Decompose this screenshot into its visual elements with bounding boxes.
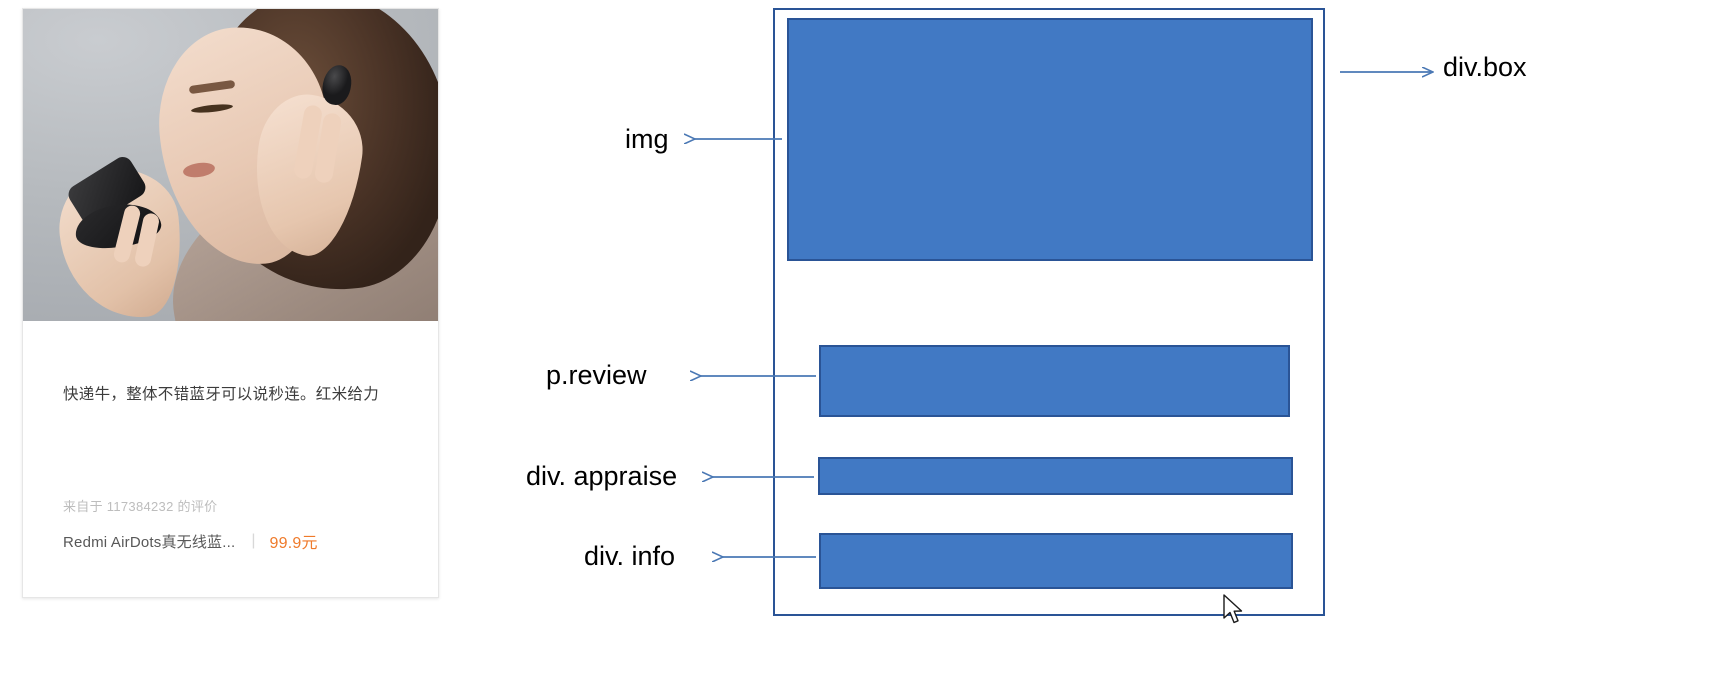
diagram-block-div-info bbox=[819, 533, 1293, 589]
review-text: 快递牛，整体不错蓝牙可以说秒连。红米给力 bbox=[63, 385, 380, 403]
review-photo bbox=[23, 9, 438, 321]
diagram-block-p-review bbox=[819, 345, 1290, 417]
diagram-block-img bbox=[787, 18, 1313, 261]
label-p-review: p.review bbox=[546, 360, 647, 390]
label-div-info: div. info bbox=[584, 541, 676, 571]
info-separator: | bbox=[251, 532, 256, 549]
label-div-appraise: div. appraise bbox=[526, 461, 678, 491]
mouse-cursor-icon bbox=[1223, 594, 1243, 624]
review-source-line: 来自于 117384232 的评价 bbox=[63, 499, 218, 514]
product-price: 99.9元 bbox=[269, 535, 318, 552]
product-review-card[interactable]: 快递牛，整体不错蓝牙可以说秒连。红米给力 来自于 117384232 的评价 R… bbox=[22, 8, 439, 598]
review-card-body: 快递牛，整体不错蓝牙可以说秒连。红米给力 来自于 117384232 的评价 R… bbox=[23, 321, 438, 597]
label-div-box: div.box bbox=[1443, 52, 1527, 82]
label-img: img bbox=[625, 124, 669, 154]
product-info-row[interactable]: Redmi AirDots真无线蓝... | 99.9元 bbox=[63, 529, 412, 553]
diagram-block-div-appraise bbox=[818, 457, 1293, 495]
